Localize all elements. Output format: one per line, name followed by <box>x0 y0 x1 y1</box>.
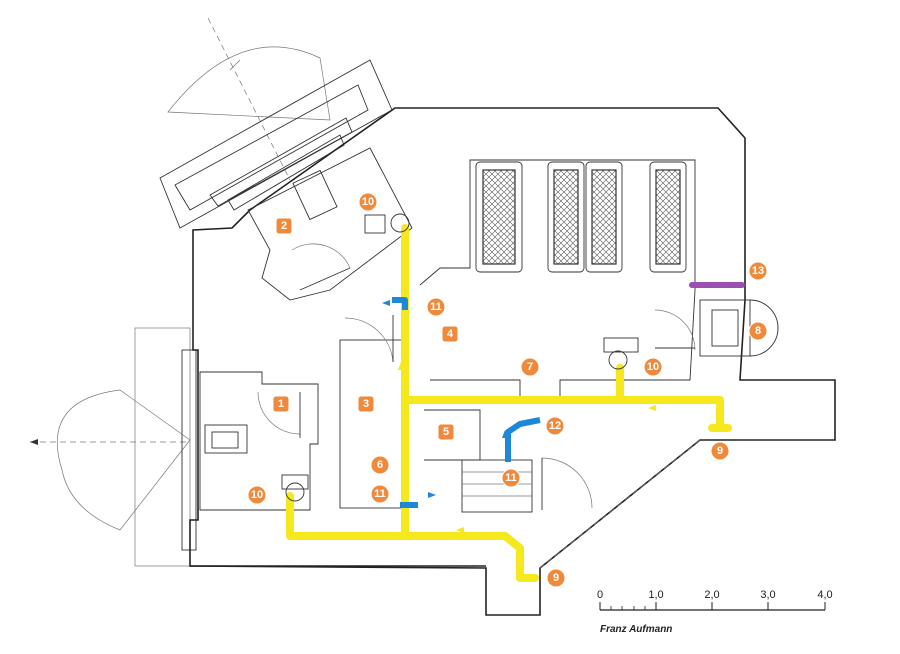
room-marker-5: 5 <box>437 423 455 441</box>
marker-11-lower: 11 <box>370 484 390 504</box>
author-credit: Franz Aufmann <box>600 624 672 635</box>
marker-10-top: 10 <box>358 192 378 212</box>
room-marker-2: 2 <box>275 217 293 235</box>
room-marker-1: 1 <box>272 395 290 413</box>
marker-9-right: 9 <box>710 441 730 461</box>
marker-13: 13 <box>748 261 768 281</box>
bunker-outline <box>189 107 836 616</box>
ventilator-units <box>281 213 639 502</box>
svg-text:10: 10 <box>251 489 263 501</box>
scale-tick-1: 1,0 <box>648 589 663 601</box>
svg-text:11: 11 <box>374 488 386 500</box>
number-markers: 1 2 3 4 5 6 7 8 9 9 10 10 10 11 11 11 12… <box>247 192 768 588</box>
loophole-frame-top <box>159 59 393 229</box>
airflow-arrows <box>382 300 656 533</box>
scale-tick-4: 4,0 <box>817 589 832 601</box>
marker-7: 7 <box>520 357 540 377</box>
marker-12: 12 <box>545 416 565 436</box>
svg-text:7: 7 <box>527 361 533 373</box>
marker-11-upper: 11 <box>426 297 446 317</box>
bunk-beds <box>475 161 687 273</box>
room-marker-4: 4 <box>441 325 459 343</box>
room-marker-3: 3 <box>357 395 375 413</box>
svg-text:4: 4 <box>447 328 454 340</box>
svg-text:8: 8 <box>755 325 761 337</box>
svg-text:1: 1 <box>278 398 284 410</box>
svg-text:9: 9 <box>553 572 559 584</box>
svg-text:11: 11 <box>505 472 517 484</box>
room-2-walls <box>247 147 413 301</box>
marker-8: 8 <box>748 321 768 341</box>
svg-text:12: 12 <box>549 420 561 432</box>
marker-6: 6 <box>370 455 390 475</box>
marker-10-left: 10 <box>247 485 267 505</box>
observation-sector-left <box>30 389 191 531</box>
room-5-walls <box>424 409 593 513</box>
marker-11-mid: 11 <box>501 468 521 488</box>
svg-text:10: 10 <box>362 196 374 208</box>
room-1-walls <box>199 371 319 511</box>
svg-text:9: 9 <box>717 445 723 457</box>
exhaust-duct-network <box>392 297 541 508</box>
marker-9-bottom: 9 <box>546 568 566 588</box>
svg-text:2: 2 <box>281 220 287 232</box>
svg-text:5: 5 <box>443 426 449 438</box>
scale-tick-0: 0 <box>597 589 603 601</box>
svg-text:11: 11 <box>430 301 442 313</box>
svg-text:10: 10 <box>647 361 659 373</box>
svg-text:6: 6 <box>377 459 383 471</box>
supply-duct-network <box>286 224 732 582</box>
svg-text:3: 3 <box>363 398 369 410</box>
scale-tick-2: 2,0 <box>704 589 719 601</box>
scale-bar: 0 1,0 2,0 3,0 4,0 Franz Aufmann <box>597 589 833 635</box>
observation-sector-top <box>167 17 331 181</box>
loophole-frame-left <box>134 327 197 567</box>
scale-tick-3: 3,0 <box>760 589 775 601</box>
svg-text:13: 13 <box>752 265 764 277</box>
tunnel-axis-line <box>539 439 701 569</box>
marker-10-right: 10 <box>643 357 663 377</box>
